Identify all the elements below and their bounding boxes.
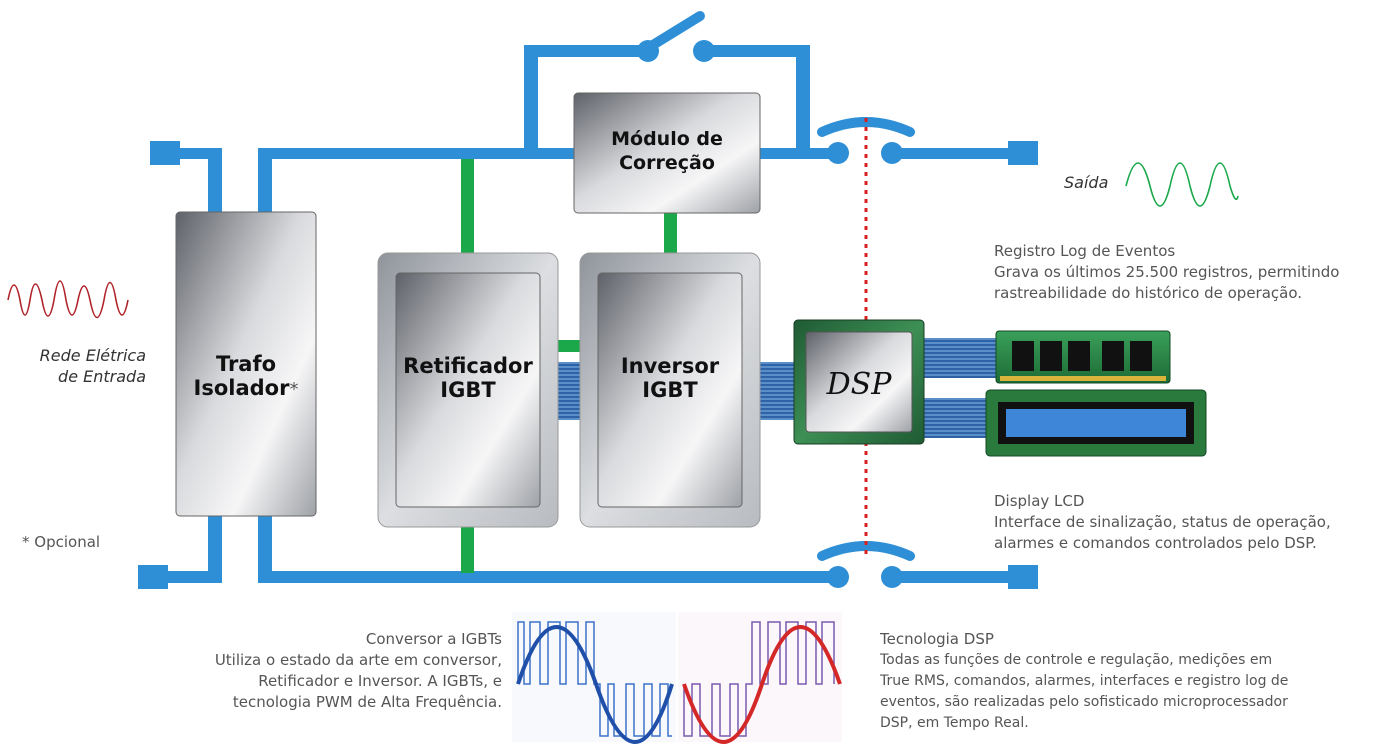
trafo-label-line2-row: Isolador* [176, 376, 316, 402]
lcd-display-icon [985, 389, 1207, 457]
retificador-label-line2: IGBT [440, 378, 496, 402]
trafo-label-line1: Trafo [215, 352, 277, 376]
dsp-tech-line1: Todas as funções de controle e regulação… [880, 652, 1273, 668]
output-terminal-top [1008, 141, 1038, 165]
bypass-switch [637, 11, 715, 62]
control-links [461, 159, 677, 573]
log-title: Registro Log de Eventos [994, 242, 1176, 260]
conversor-line1: Utiliza o estado da arte em conversor, [214, 651, 502, 669]
dsp-tech-line3: eventos, são realizadas pelo sofisticado… [880, 694, 1288, 710]
dsp-tech-description: Tecnologia DSP Todas as funções de contr… [880, 628, 1392, 734]
input-terminal-bottom [138, 565, 168, 589]
dsp-tech-title: Tecnologia DSP [880, 630, 994, 648]
trafo-block [175, 211, 317, 517]
modulo-label-line2: Correção [619, 152, 715, 174]
retificador-label-line1: Retificador [403, 354, 533, 378]
output-wave-icon [1125, 162, 1239, 207]
modulo-correcao-block [573, 92, 761, 214]
trafo-optional-star: * [289, 379, 299, 400]
modulo-correcao-label: Módulo de Correção [574, 127, 760, 175]
output-terminal-bottom [1008, 565, 1038, 589]
ribbon-inv-dsp [758, 362, 798, 420]
ribbon-rect-inv [556, 362, 582, 420]
inversor-label: Inversor IGBT [580, 354, 760, 402]
conversor-title: Conversor a IGBTs [365, 630, 502, 648]
input-label-line2: de Entrada [58, 367, 146, 386]
lcd-description: Display LCD Interface de sinalização, st… [994, 490, 1331, 554]
dsp-tech-line4: DSP, em Tempo Real. [880, 715, 1029, 731]
conversor-line3: tecnologia PWM de Alta Frequência. [232, 693, 502, 711]
inversor-label-line1: Inversor [620, 354, 720, 378]
input-label: Rede Elétrica de Entrada [0, 345, 146, 387]
output-label: Saída [1064, 173, 1109, 192]
optional-note: * Opcional [22, 533, 101, 551]
input-wave-icon [7, 280, 129, 319]
lcd-line1: Interface de sinalização, status de oper… [994, 513, 1331, 531]
pwm-waveform-blue-icon [512, 612, 676, 744]
trafo-label-line2: Isolador [193, 376, 290, 400]
conversor-description: Conversor a IGBTs Utiliza o estado da ar… [130, 628, 502, 713]
retificador-label: Retificador IGBT [378, 354, 558, 402]
retificador-block [395, 272, 541, 508]
power-bus [138, 45, 1038, 589]
ribbon-dsp-lcd [920, 398, 990, 438]
lcd-line2: alarmes e comandos controlados pelo DSP. [994, 534, 1317, 552]
dsp-tech-line2: True RMS, comandos, alarmes, interfaces … [880, 673, 1289, 689]
pwm-waveform-red-icon [678, 612, 842, 744]
log-description: Registro Log de Eventos Grava os últimos… [994, 240, 1339, 304]
modulo-label-line1: Módulo de [611, 128, 723, 150]
ram-module-icon [995, 330, 1171, 384]
dsp-label: DSP [826, 367, 893, 402]
conversor-line2: Retificador e Inversor. A IGBTs, e [258, 672, 502, 690]
input-label-line1: Rede Elétrica [39, 346, 146, 365]
ribbon-dsp-ram [920, 338, 1000, 378]
dsp-chip [805, 331, 913, 433]
trafo-label: Trafo Isolador* [176, 352, 316, 402]
inversor-block [597, 272, 743, 508]
lcd-title: Display LCD [994, 492, 1085, 510]
inversor-label-line2: IGBT [642, 378, 698, 402]
log-line2: rastreabilidade do histórico de operação… [994, 284, 1303, 302]
output-switch-bottom [817, 541, 915, 588]
log-line1: Grava os últimos 25.500 registros, permi… [994, 263, 1340, 281]
